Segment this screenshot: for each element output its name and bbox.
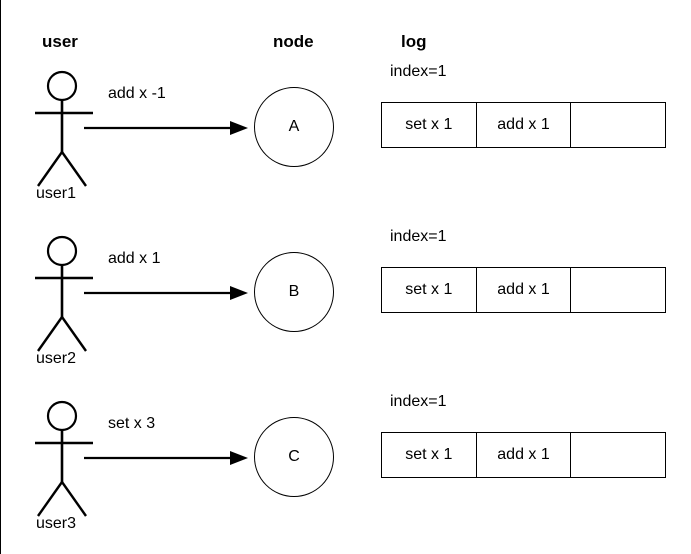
actor-label: user1 [36, 185, 77, 202]
log-cell: add x 1 [476, 103, 572, 147]
log-cell [571, 433, 666, 477]
log-cell: set x 1 [382, 103, 477, 147]
diagram-row: user1 add x -1 A index=1 set x 1 add x 1 [0, 0, 691, 202]
column-header-user: user [42, 32, 78, 51]
node-label: B [288, 283, 300, 300]
message-arrow [84, 283, 250, 303]
log-table: set x 1 add x 1 [381, 432, 666, 478]
log-index-label: index=1 [390, 393, 447, 410]
log-cell: add x 1 [476, 268, 572, 312]
left-border-line [0, 0, 1, 554]
log-cell: add x 1 [476, 433, 572, 477]
node-label: C [288, 448, 300, 465]
message-arrow [84, 118, 250, 138]
node-label: A [288, 118, 300, 135]
message-label: add x -1 [108, 85, 166, 102]
log-index-label: index=1 [390, 63, 447, 80]
node-circle: A [254, 87, 334, 167]
actor-label: user3 [36, 515, 77, 532]
diagram-row: user3 set x 3 C index=1 set x 1 add x 1 [0, 330, 691, 532]
log-cell [571, 103, 666, 147]
message-arrow [84, 448, 250, 468]
stick-figure-icon [33, 235, 95, 353]
message-label: set x 3 [108, 415, 156, 432]
log-cell: set x 1 [382, 433, 477, 477]
log-table: set x 1 add x 1 [381, 102, 666, 148]
actor-label: user2 [36, 350, 77, 367]
stick-figure-icon [33, 70, 95, 188]
log-cell: set x 1 [382, 268, 477, 312]
log-cell [571, 268, 666, 312]
column-header-log: log [401, 32, 427, 51]
message-label: add x 1 [108, 250, 161, 267]
column-header-node: node [273, 32, 314, 51]
node-circle: C [254, 417, 334, 497]
node-circle: B [254, 252, 334, 332]
log-index-label: index=1 [390, 228, 447, 245]
log-table: set x 1 add x 1 [381, 267, 666, 313]
diagram-row: user2 add x 1 B index=1 set x 1 add x 1 [0, 165, 691, 367]
stick-figure-icon [33, 400, 95, 518]
